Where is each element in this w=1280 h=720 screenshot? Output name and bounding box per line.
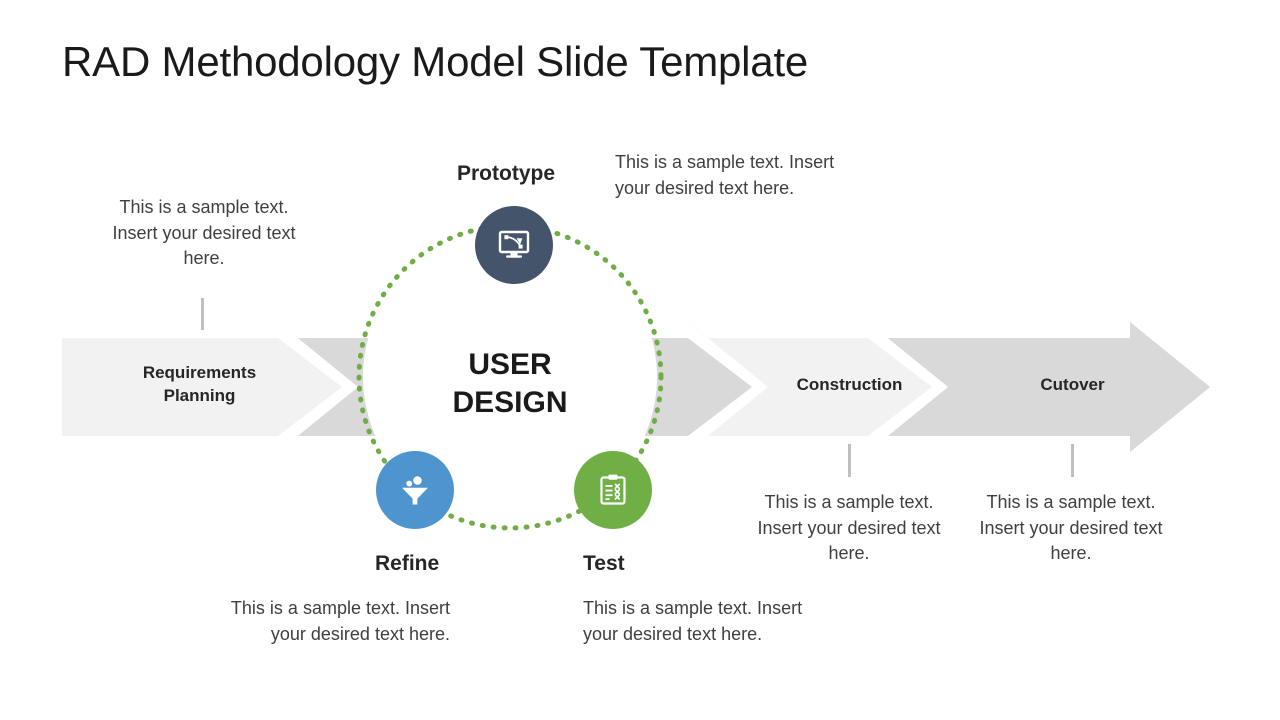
- description-construction: This is a sample text. Insert your desir…: [757, 492, 941, 564]
- monitor-bezier-icon: [494, 225, 534, 265]
- stage-label-line1: Requirements: [142, 363, 257, 382]
- cycle-node-refine[interactable]: [376, 451, 454, 529]
- clipboard-checklist-icon: [593, 470, 633, 510]
- connector-stem-cutover: [1071, 444, 1074, 477]
- cycle-node-test[interactable]: [574, 451, 652, 529]
- cycle-node-title-test: Test: [583, 552, 625, 575]
- cycle-node-title-prototype: Prototype: [457, 162, 556, 185]
- cycle-node-title-refine: Refine: [375, 552, 440, 575]
- stage-label-line2: Planning: [163, 385, 236, 405]
- cycle-node-prototype[interactable]: [475, 206, 553, 284]
- description-requirements-planning: This is a sample text. Insert your desir…: [112, 197, 296, 269]
- description-cutover: This is a sample text. Insert your desir…: [979, 492, 1163, 564]
- center-label-line2: DESIGN: [452, 386, 568, 420]
- page-title: RAD Methodology Model Slide Template: [62, 38, 809, 85]
- stage-label-line1: Construction: [796, 375, 903, 394]
- description-test: This is a sample text. Insert your desir…: [583, 598, 803, 644]
- center-label-user-design: USER DESIGN: [400, 346, 620, 423]
- description-refine: This is a sample text. Insert your desir…: [230, 598, 450, 644]
- cycle-dotted-circle: [356, 223, 664, 531]
- center-label-line1: USER: [468, 348, 552, 381]
- funnel-people-icon: [395, 470, 435, 510]
- stage-label-construction: Construction: [752, 374, 947, 397]
- connector-stem-requirements: [201, 298, 204, 330]
- description-prototype: This is a sample text. Insert your desir…: [615, 152, 835, 198]
- stage-label-line1: Cutover: [1040, 375, 1105, 394]
- stage-label-requirements-planning: Requirements Planning: [102, 362, 297, 408]
- connector-stem-construction: [848, 444, 851, 477]
- stage-label-cutover: Cutover: [975, 374, 1170, 397]
